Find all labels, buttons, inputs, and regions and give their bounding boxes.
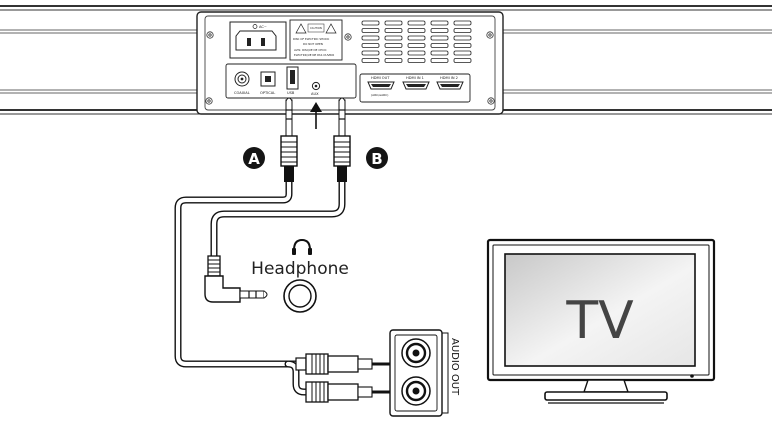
hdmi-out-sublabel: (ARC/eARC) (371, 93, 388, 97)
warning-line-4: AVIS: RISQUE DE CHOC (294, 48, 327, 52)
warning-label: CAUTION RISK OF ELECTRIC SHOCK DO NOT OP… (289, 19, 343, 61)
vent-slot (407, 20, 426, 26)
vent-slot (453, 50, 472, 56)
hdmi-in-1-port: HDMI IN 1 (402, 76, 430, 90)
vent-slot (361, 50, 380, 56)
vent-slot (384, 20, 403, 26)
plug-a (280, 97, 298, 182)
vent-slot (361, 58, 380, 63)
plug-b (333, 97, 351, 182)
rca-plug-white (305, 381, 390, 403)
vent-slot (361, 28, 380, 33)
warning-line-2: RISK OF ELECTRIC SHOCK (293, 37, 329, 41)
vent-slot (407, 50, 426, 56)
vent-slot (453, 43, 472, 48)
vent-slot (384, 28, 403, 33)
soundbar: AC~ CAUTION RISK OF ELECTRIC SHOCK DO NO… (0, 5, 772, 115)
hdmi-out-port: HDMI OUT (ARC/eARC) (367, 76, 395, 97)
vent-slot (384, 58, 403, 63)
power-led-icon (690, 374, 694, 378)
vent-slot (453, 28, 472, 33)
power-inlet: AC~ (229, 21, 287, 59)
aux-label: AUX (311, 92, 319, 96)
vent-slot (430, 35, 449, 41)
callout-a: A (243, 147, 265, 169)
soundbar-body (0, 5, 772, 115)
rca-jack-top (401, 338, 431, 368)
usb-label: USB (287, 91, 295, 95)
audio-out-panel: AUDIO OUT (389, 329, 460, 417)
headphone-jack (283, 279, 317, 313)
hdmi-out-label: HDMI OUT (371, 76, 390, 80)
vent-slot (407, 35, 426, 41)
rca-jack-bottom (401, 376, 431, 406)
callout-a-label: A (248, 150, 260, 168)
coaxial-label: COAXIAL (234, 91, 250, 95)
vent-slot (430, 58, 449, 63)
vent-slot (361, 35, 380, 41)
port-strip: COAXIAL OPTICAL USB AUX (225, 63, 471, 103)
vent-slot (430, 50, 449, 56)
headphone-label: Headphone (251, 259, 349, 279)
vent-slot (384, 50, 403, 56)
vent-slot (430, 43, 449, 48)
screw-icon (205, 31, 495, 105)
vent-slot (430, 20, 449, 26)
hdmi-in-1-label: HDMI IN 1 (406, 76, 424, 80)
tv-label: TV (565, 291, 634, 351)
warning-line-3: DO NOT OPEN (303, 42, 323, 46)
audio-out-label: AUDIO OUT (449, 338, 460, 396)
rca-plug-red (295, 353, 390, 375)
vent-slot (453, 20, 472, 26)
vent-slot (384, 43, 403, 48)
tv: TV (486, 238, 716, 404)
coaxial-port: COAXIAL (234, 71, 250, 95)
callout-b: B (366, 147, 388, 169)
power-label: AC~ (259, 25, 267, 29)
optical-port: OPTICAL (260, 71, 276, 95)
usb-port: USB (286, 66, 299, 95)
warning-line-1: CAUTION (310, 26, 322, 30)
vent-slot (430, 28, 449, 33)
headphone-icon (292, 238, 312, 255)
vent-slot (407, 43, 426, 48)
vent-slot (453, 58, 472, 63)
hdmi-in-2-label: HDMI IN 2 (440, 76, 458, 80)
vent-slot (361, 20, 380, 26)
cables (174, 178, 346, 396)
rear-panel: AC~ CAUTION RISK OF ELECTRIC SHOCK DO NO… (196, 11, 504, 115)
vent-grille (361, 20, 472, 63)
vent-slot (384, 35, 403, 41)
hdmi-in-2-port: HDMI IN 2 (436, 76, 464, 90)
vent-slot (361, 43, 380, 48)
aux-port: AUX (311, 81, 321, 96)
vent-slot (407, 28, 426, 33)
optical-label: OPTICAL (260, 91, 275, 95)
aux-arrow-icon (310, 102, 322, 129)
warning-line-5: ELECTRIQUE NE PAS OUVRIR (294, 53, 334, 57)
vent-slot (407, 58, 426, 63)
callout-b-label: B (371, 150, 382, 168)
vent-slot (453, 35, 472, 41)
headphone-plug (204, 255, 268, 303)
